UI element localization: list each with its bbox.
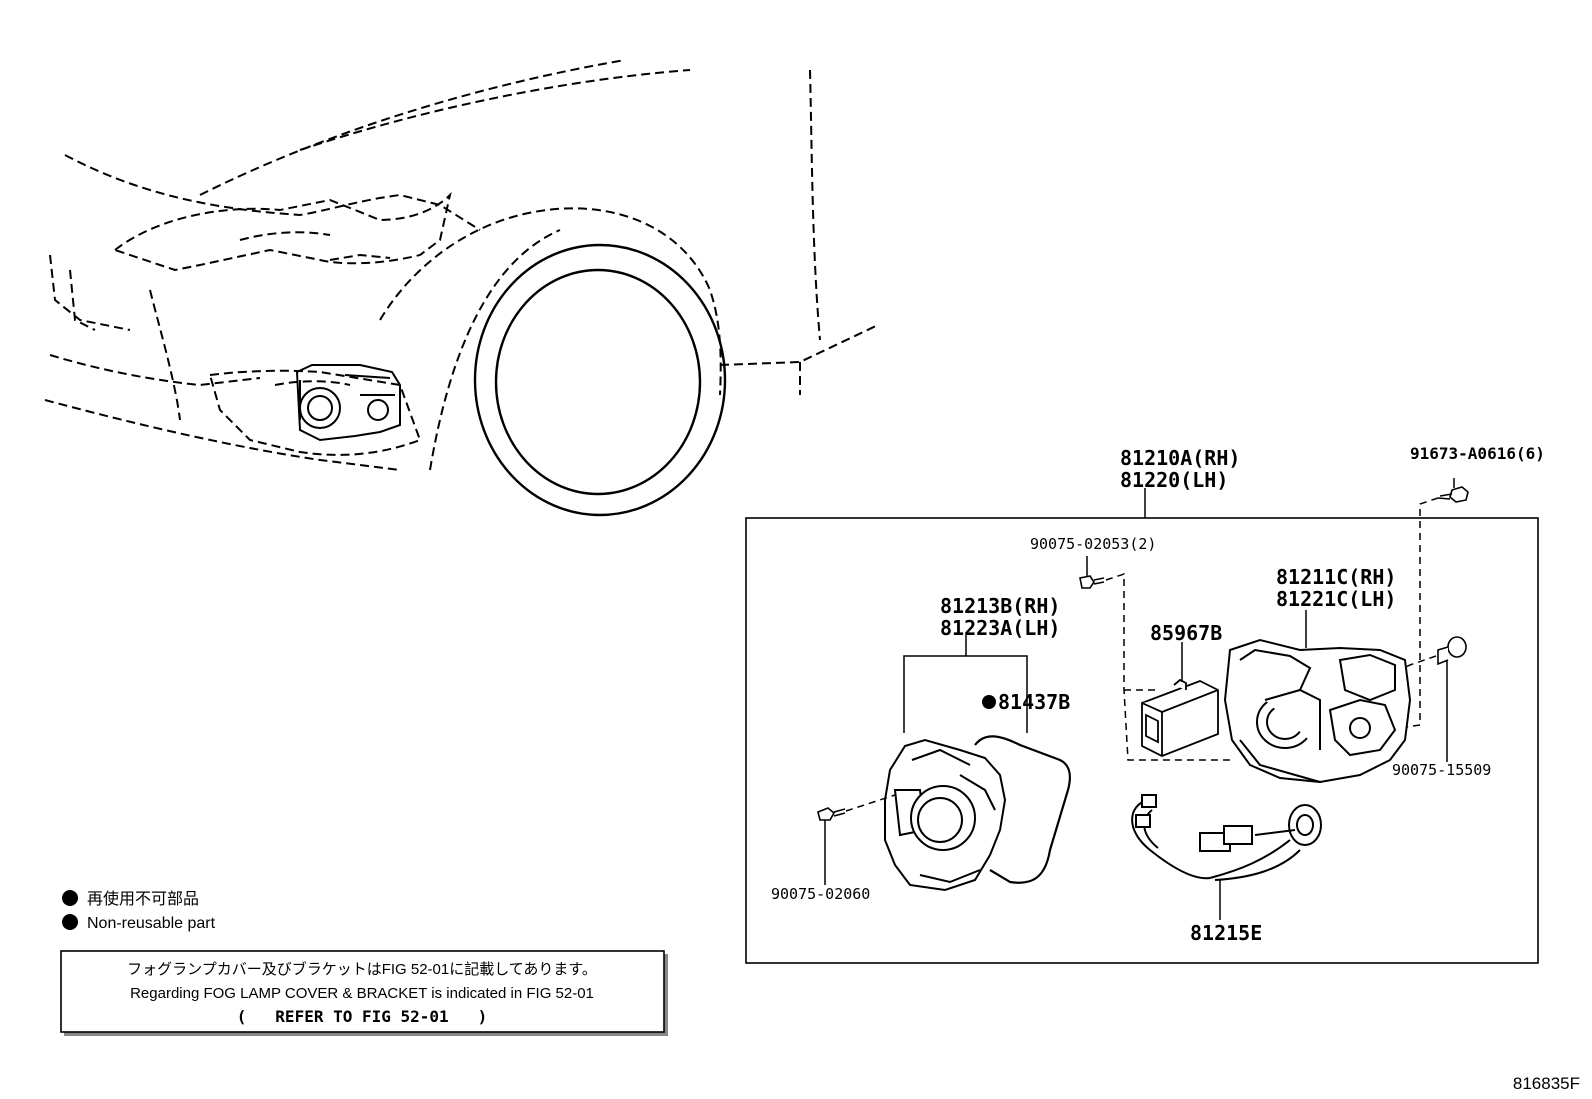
fog-lamp-cover-icon	[884, 738, 1007, 892]
label-unit-lh: 81221C(LH)	[1276, 587, 1396, 611]
label-unit-rh: 81211C(RH)	[1276, 565, 1396, 589]
label-cover-lh: 81223A(LH)	[940, 616, 1060, 640]
fog-lamp-on-car	[295, 364, 401, 442]
wire-harness-icon	[1131, 794, 1322, 881]
label-screw-top: 91673-A0616(6)	[1410, 444, 1545, 463]
wheel-illustration	[473, 243, 727, 517]
note-line-3: ( REFER TO FIG 52-01 )	[237, 1007, 487, 1026]
legend-bullet-icon	[62, 914, 78, 930]
legend-bullet-icon	[62, 890, 78, 906]
label-screw-2: 90075-02053(2)	[1030, 535, 1156, 553]
label-cap: 90075-15509	[1392, 761, 1491, 779]
note-box	[60, 950, 665, 1033]
screw-90075-02053-icon	[1079, 575, 1105, 589]
cap-90075-15509-icon	[1437, 636, 1467, 666]
note-line-1: フォグランプカバー及びブラケットはFIG 52-01に記載してあります。	[127, 960, 597, 978]
legend-en: Non-reusable part	[87, 915, 216, 932]
fog-lamp-unit-icon	[1223, 638, 1412, 784]
label-assy-lh: 81220(LH)	[1120, 468, 1228, 492]
assembly-frame	[745, 517, 1539, 964]
label-wire: 81215E	[1190, 921, 1262, 945]
label-cover-rh: 81213B(RH)	[940, 594, 1060, 618]
label-gasket: 81437B	[998, 690, 1070, 714]
label-ecu: 85967B	[1150, 621, 1222, 645]
car-front-illustration	[44, 59, 879, 471]
label-screw-bottom: 90075-02060	[771, 885, 870, 903]
legend-jp: 再使用不可部品	[87, 890, 199, 908]
figure-id: 816835F	[1513, 1074, 1580, 1093]
note-line-2: Regarding FOG LAMP COVER & BRACKET is in…	[130, 985, 594, 1002]
ecu-85967b-icon	[1141, 678, 1219, 757]
gasket-81437b-icon	[974, 735, 1071, 884]
label-assy-rh: 81210A(RH)	[1120, 446, 1240, 470]
screw-91673-icon	[1437, 486, 1469, 503]
non-reusable-marker-icon	[982, 695, 996, 709]
screw-90075-02060-icon	[817, 807, 846, 821]
